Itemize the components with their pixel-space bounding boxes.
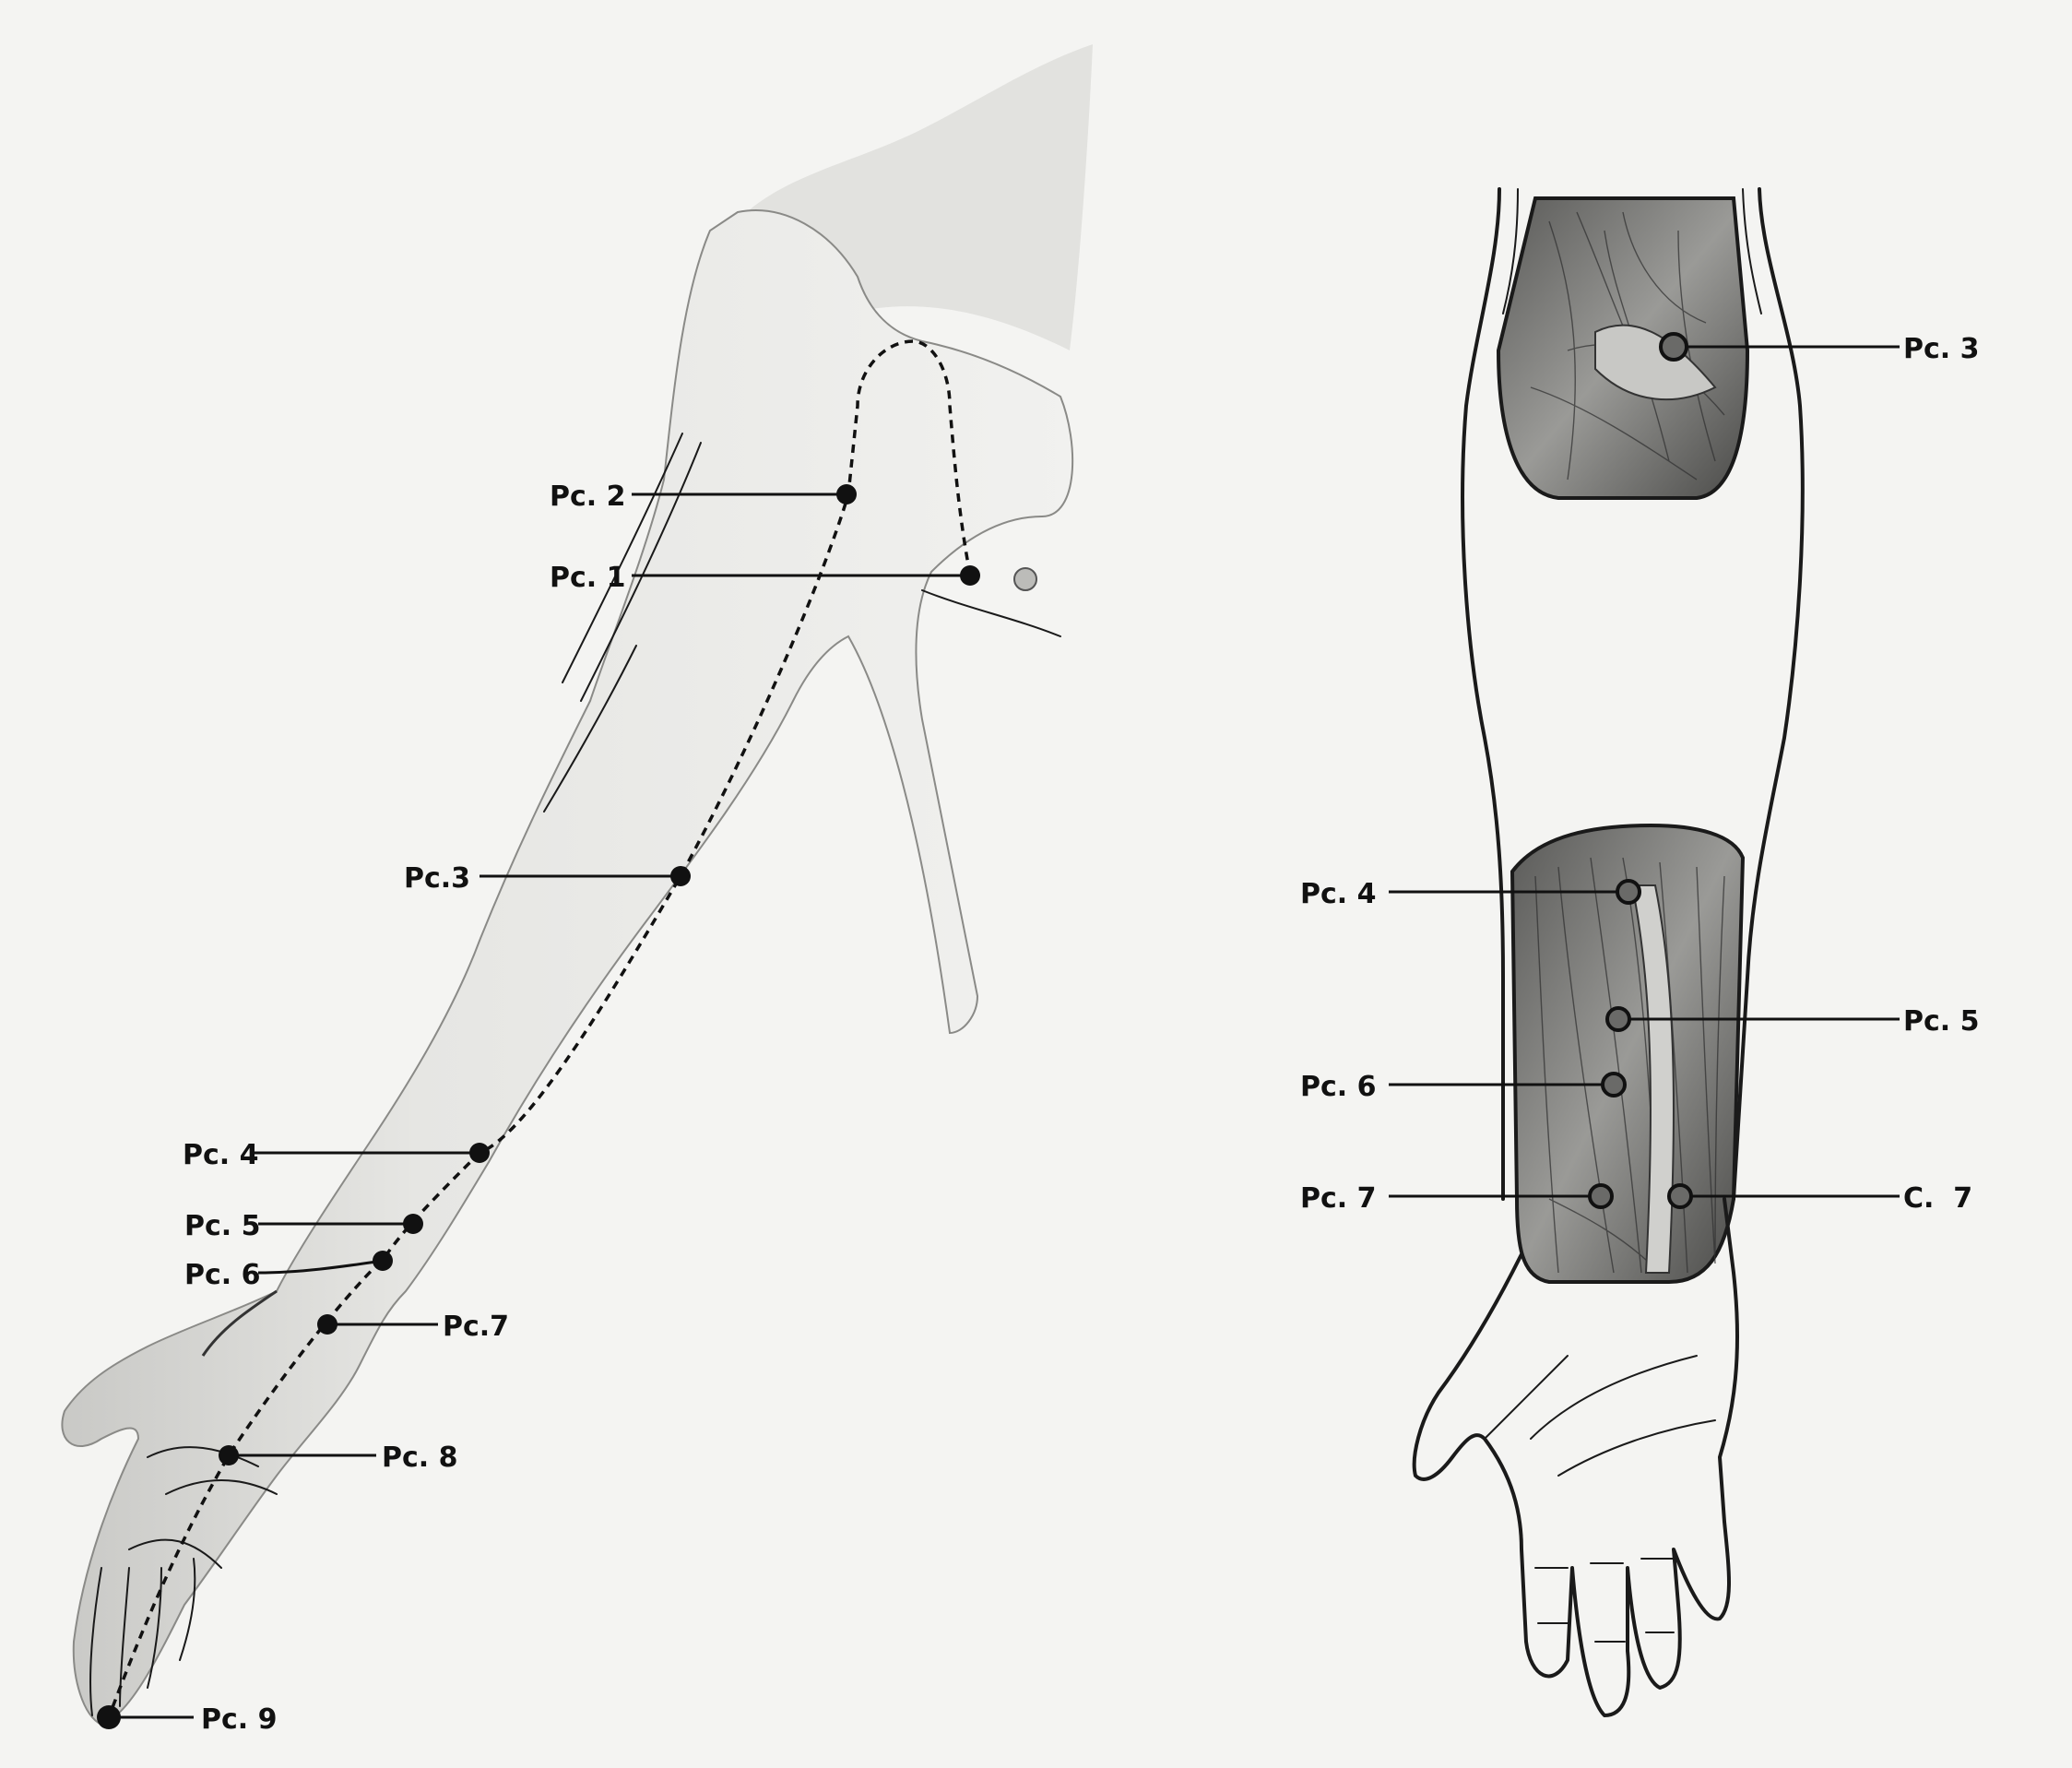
forearm-outline-right xyxy=(1732,187,1805,1201)
label-left-pc6: Pc. 6 xyxy=(184,1259,261,1291)
palm-crease-lines xyxy=(1484,1355,1716,1477)
label-right-pc3: Pc. 3 xyxy=(1903,333,1980,365)
point-left-pc8 xyxy=(219,1445,239,1465)
nipple xyxy=(1013,567,1037,591)
label-left-pc2: Pc. 2 xyxy=(550,481,626,513)
forearm-outline-left xyxy=(1461,187,1505,1201)
point-right-pc6 xyxy=(1601,1072,1627,1098)
point-left-pc2 xyxy=(836,484,857,504)
point-left-pc4 xyxy=(469,1143,490,1163)
forearm-inner-edge-right xyxy=(1742,188,1762,314)
label-left-pc1: Pc. 1 xyxy=(550,562,626,594)
left-point-markers xyxy=(97,484,980,1729)
label-left-pc3: Pc.3 xyxy=(404,862,470,895)
label-right-pc5: Pc. 5 xyxy=(1903,1005,1980,1038)
arm-silhouette xyxy=(61,209,1074,1726)
label-right-pc6: Pc. 6 xyxy=(1300,1071,1377,1103)
left-arm-illustration xyxy=(61,44,1093,1726)
finger-lines xyxy=(89,1558,196,1716)
label-right-pc7: Pc. 7 xyxy=(1300,1182,1377,1215)
point-right-c7 xyxy=(1667,1183,1693,1209)
wrist-dissection-window xyxy=(1510,823,1746,1284)
right-forearm-illustration xyxy=(1412,187,1805,1717)
elbow-tendon xyxy=(1594,324,1717,401)
finger-crease-lines xyxy=(1534,1558,1675,1643)
wrist-muscle-fibers xyxy=(1534,857,1725,1274)
label-left-pc8: Pc. 8 xyxy=(382,1442,458,1474)
right-point-markers xyxy=(1389,332,1900,1209)
leader-left-pc6 xyxy=(257,1259,384,1275)
point-left-pc5 xyxy=(403,1214,423,1234)
point-left-pc7 xyxy=(317,1314,337,1335)
point-right-pc3 xyxy=(1659,332,1688,362)
label-left-pc4: Pc. 4 xyxy=(183,1139,259,1171)
left-labels: Pc. 2 Pc. 1 Pc.3 Pc. 4 Pc. 5 Pc. 6 Pc.7 … xyxy=(183,481,626,1736)
point-left-pc3 xyxy=(670,866,691,886)
label-left-pc9: Pc. 9 xyxy=(201,1703,278,1736)
point-right-pc4 xyxy=(1616,879,1641,905)
wrist-crease xyxy=(201,1289,278,1357)
right-labels: Pc. 3 Pc. 4 Pc. 5 Pc. 6 Pc. 7 C. 7 xyxy=(1300,333,1980,1215)
label-right-c7: C. 7 xyxy=(1903,1182,1972,1215)
point-left-pc1 xyxy=(960,565,980,586)
label-left-pc7: Pc.7 xyxy=(443,1311,509,1343)
label-left-pc5: Pc. 5 xyxy=(184,1210,261,1242)
chest-fold xyxy=(921,589,1061,637)
palm-creases xyxy=(128,1446,278,1569)
point-left-pc6 xyxy=(373,1251,393,1271)
point-right-pc7 xyxy=(1588,1183,1614,1209)
point-right-pc5 xyxy=(1605,1006,1631,1032)
forearm-inner-edge-left xyxy=(1502,188,1519,314)
palmaris-tendon xyxy=(1630,884,1675,1274)
label-right-pc4: Pc. 4 xyxy=(1300,878,1377,910)
upper-arm-shading xyxy=(543,433,702,813)
hand-outline xyxy=(1412,1197,1740,1717)
point-left-pc9 xyxy=(97,1705,121,1729)
